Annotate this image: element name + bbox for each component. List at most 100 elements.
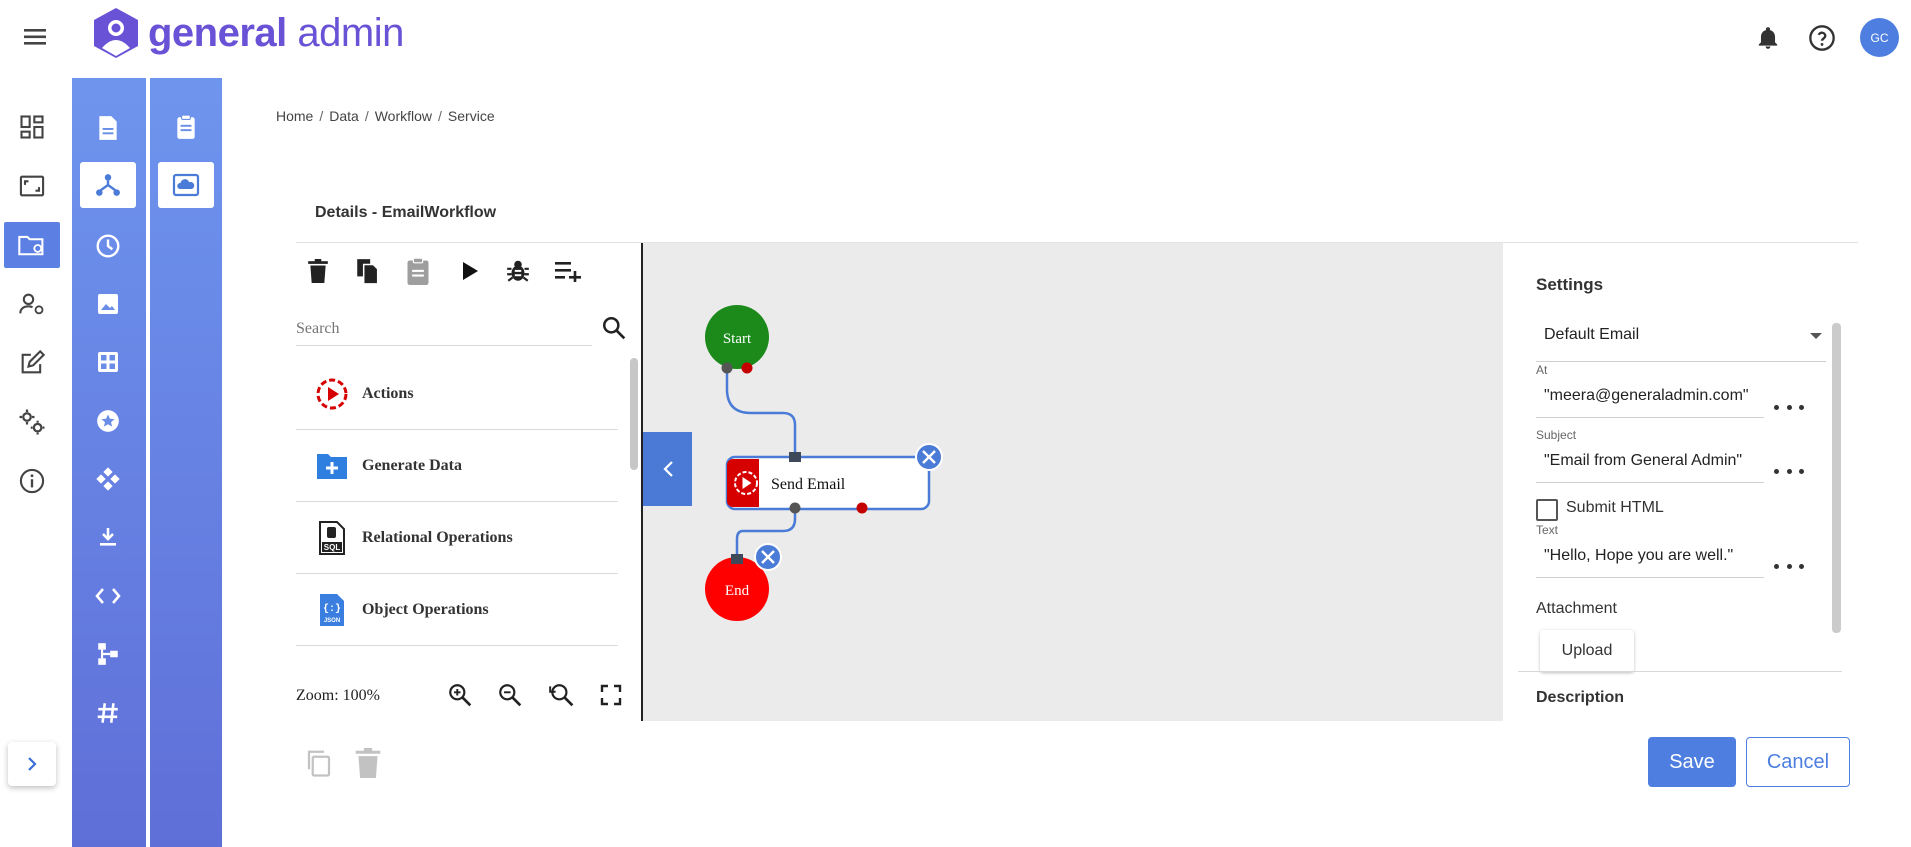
breadcrumb-data[interactable]: Data — [329, 108, 359, 124]
dashboard-icon[interactable] — [4, 104, 60, 150]
download-icon[interactable] — [80, 514, 136, 560]
menu-icon[interactable] — [18, 22, 54, 52]
at-label: At — [1536, 363, 1548, 377]
zoom-out-icon[interactable] — [496, 681, 524, 709]
palette-scrollbar[interactable] — [630, 358, 638, 470]
settings-gears-icon[interactable] — [4, 399, 60, 445]
end-node[interactable]: End — [705, 543, 782, 621]
zoom-level: Zoom: 100% — [296, 687, 380, 704]
palette-item-object-operations[interactable]: {:} JSON Object Operations — [296, 574, 618, 646]
task-error-port — [856, 502, 868, 514]
task-output-port — [789, 502, 801, 514]
copy-icon[interactable] — [354, 257, 382, 285]
grid-apps-icon[interactable] — [80, 339, 136, 385]
paste-icon[interactable] — [404, 257, 432, 285]
subject-label: Subject — [1536, 428, 1577, 442]
email-type-select[interactable]: Default Email — [1536, 315, 1826, 362]
delete-icon[interactable] — [304, 257, 332, 285]
at-field: At "meera@generaladmin.com" — [1536, 363, 1764, 418]
palette-item-relational-operations[interactable]: SQL Relational Operations — [296, 502, 618, 574]
svg-text:{:}: {:} — [323, 603, 341, 615]
at-input[interactable]: "meera@generaladmin.com" — [1536, 387, 1764, 418]
edit-note-icon[interactable] — [4, 340, 60, 386]
clipboard-icon[interactable] — [158, 104, 214, 150]
task-input-port — [789, 452, 801, 462]
palette-item-generate-data[interactable]: Generate Data — [296, 430, 618, 502]
logo-mark-icon — [94, 8, 138, 58]
palette-item-label: Generate Data — [362, 456, 462, 474]
image-icon[interactable] — [80, 281, 136, 327]
add-list-icon[interactable] — [554, 257, 582, 285]
close-icon[interactable] — [915, 443, 943, 471]
save-button[interactable]: Save — [1648, 737, 1736, 787]
primary-nav-rail — [0, 78, 72, 847]
palette-item-label: Object Operations — [362, 600, 489, 618]
star-badge-icon[interactable] — [80, 398, 136, 444]
breadcrumb-separator: / — [438, 108, 442, 124]
user-avatar[interactable]: GC — [1860, 18, 1899, 57]
help-icon[interactable] — [1806, 22, 1838, 54]
play-icon[interactable] — [456, 257, 484, 285]
tertiary-nav-rail — [150, 78, 222, 847]
caret-down-icon — [1810, 333, 1822, 339]
svg-text:JSON: JSON — [324, 618, 340, 624]
svg-text:SQL: SQL — [324, 543, 341, 552]
text-more-icon[interactable] — [1774, 556, 1804, 576]
edge-start-to-task — [725, 369, 797, 459]
palette-item-label: Relational Operations — [362, 528, 513, 546]
breadcrumb-home[interactable]: Home — [276, 108, 314, 124]
info-icon[interactable] — [4, 458, 60, 504]
node-palette: Actions Generate Data SQL Relational Ope… — [296, 243, 642, 721]
settings-scrollbar[interactable] — [1832, 323, 1841, 633]
document-icon[interactable] — [80, 105, 136, 151]
workflow-icon[interactable] — [80, 162, 136, 208]
workflow-canvas[interactable]: Start Send Email End — [643, 243, 1503, 721]
chevron-left-icon — [662, 461, 673, 477]
hashtag-icon[interactable] — [80, 690, 136, 736]
aspect-ratio-icon[interactable] — [4, 163, 60, 209]
submit-html-label[interactable]: Submit HTML — [1566, 499, 1664, 516]
settings-title: Settings — [1536, 275, 1604, 294]
breadcrumb: Home/ Data/ Workflow/ Service — [276, 108, 495, 124]
text-field: Text "Hello, Hope you are well." — [1536, 523, 1764, 578]
email-type-value: Default Email — [1544, 326, 1640, 343]
attachment-label: Attachment — [1536, 600, 1617, 617]
palette-search-input[interactable] — [296, 313, 592, 346]
code-icon[interactable] — [80, 573, 136, 619]
breadcrumb-service: Service — [447, 108, 495, 124]
palette-item-actions[interactable]: Actions — [296, 358, 618, 430]
delete-icon[interactable] — [354, 748, 384, 778]
submit-html-checkbox[interactable] — [1536, 499, 1558, 521]
subject-input[interactable]: "Email from General Admin" — [1536, 452, 1764, 483]
zoom-reset-icon[interactable] — [547, 681, 575, 709]
cancel-button[interactable]: Cancel — [1746, 737, 1850, 787]
fullscreen-icon[interactable] — [597, 681, 625, 709]
data-folder-settings-icon[interactable] — [4, 222, 60, 268]
start-node[interactable]: Start — [705, 305, 769, 374]
start-node-label: Start — [723, 331, 752, 347]
cloud-service-icon[interactable] — [158, 162, 214, 208]
close-icon[interactable] — [754, 543, 782, 571]
connections-icon[interactable] — [80, 456, 136, 502]
hierarchy-icon[interactable] — [80, 631, 136, 677]
zoom-in-icon[interactable] — [446, 681, 474, 709]
search-icon[interactable] — [601, 315, 627, 341]
notification-bell-icon[interactable] — [1752, 22, 1784, 54]
text-input[interactable]: "Hello, Hope you are well." — [1536, 547, 1764, 578]
actions-icon — [314, 376, 350, 412]
at-more-icon[interactable] — [1774, 397, 1804, 417]
palette-item-label: Actions — [362, 384, 414, 402]
send-email-task-node[interactable]: Send Email — [725, 443, 943, 514]
chevron-right-icon — [28, 757, 37, 771]
breadcrumb-workflow[interactable]: Workflow — [374, 108, 433, 124]
history-clock-icon[interactable] — [80, 223, 136, 269]
collapse-panel-button[interactable] — [643, 432, 692, 506]
debug-bug-icon[interactable] — [504, 257, 532, 285]
breadcrumb-separator: / — [364, 108, 369, 124]
expand-sidebar-button[interactable] — [8, 742, 56, 786]
user-settings-icon[interactable] — [4, 281, 60, 327]
upload-button[interactable]: Upload — [1540, 630, 1634, 672]
copy-icon[interactable] — [304, 748, 334, 778]
page-title: Details - EmailWorkflow — [315, 204, 497, 221]
subject-more-icon[interactable] — [1774, 461, 1804, 481]
